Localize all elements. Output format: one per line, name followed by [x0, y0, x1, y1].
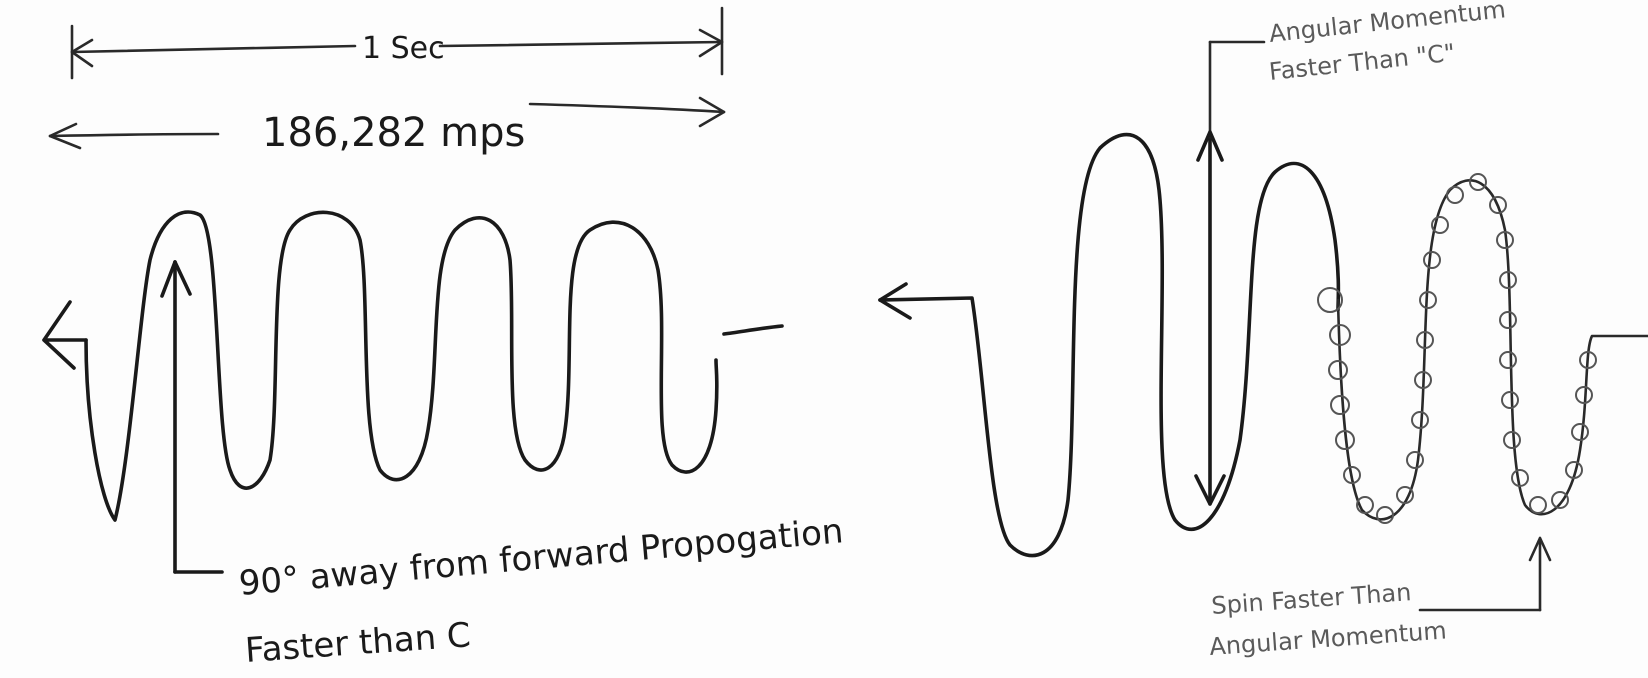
angular-label-line2: Faster Than "C": [1268, 39, 1457, 86]
wave-end-tail: [722, 324, 784, 336]
perpendicular-arrow: [160, 260, 224, 574]
right-wave-diagram: Angular Momentum Faster Than "C": [878, 0, 1648, 661]
angular-momentum-wave: [878, 132, 1341, 558]
spin-label-line2: Angular Momentum: [1208, 616, 1447, 661]
right-wave-start-arrowhead: [878, 282, 912, 320]
wave-start-arrowhead: [42, 300, 88, 370]
spin-label-line1: Spin Faster Than: [1210, 578, 1412, 620]
angular-label-line1: Angular Momentum: [1268, 0, 1507, 48]
angular-momentum-leader: [1194, 40, 1266, 506]
perpendicular-label-line2: Faster than C: [244, 615, 472, 671]
speed-label: 186,282 mps: [262, 110, 525, 156]
spin-loops: [1317, 173, 1597, 524]
spin-leader: [1418, 536, 1552, 612]
left-wave-diagram: 1 Sec 186,282 mps 90° away from forward …: [42, 6, 845, 671]
speed-arrow: [48, 96, 726, 150]
time-span-label: 1 Sec: [362, 31, 445, 66]
transverse-wave: [84, 210, 719, 522]
time-span-arrow: [70, 6, 724, 80]
spin-wave-path: [1336, 179, 1648, 521]
perpendicular-label-line1: 90° away from forward Propogation: [237, 511, 845, 604]
